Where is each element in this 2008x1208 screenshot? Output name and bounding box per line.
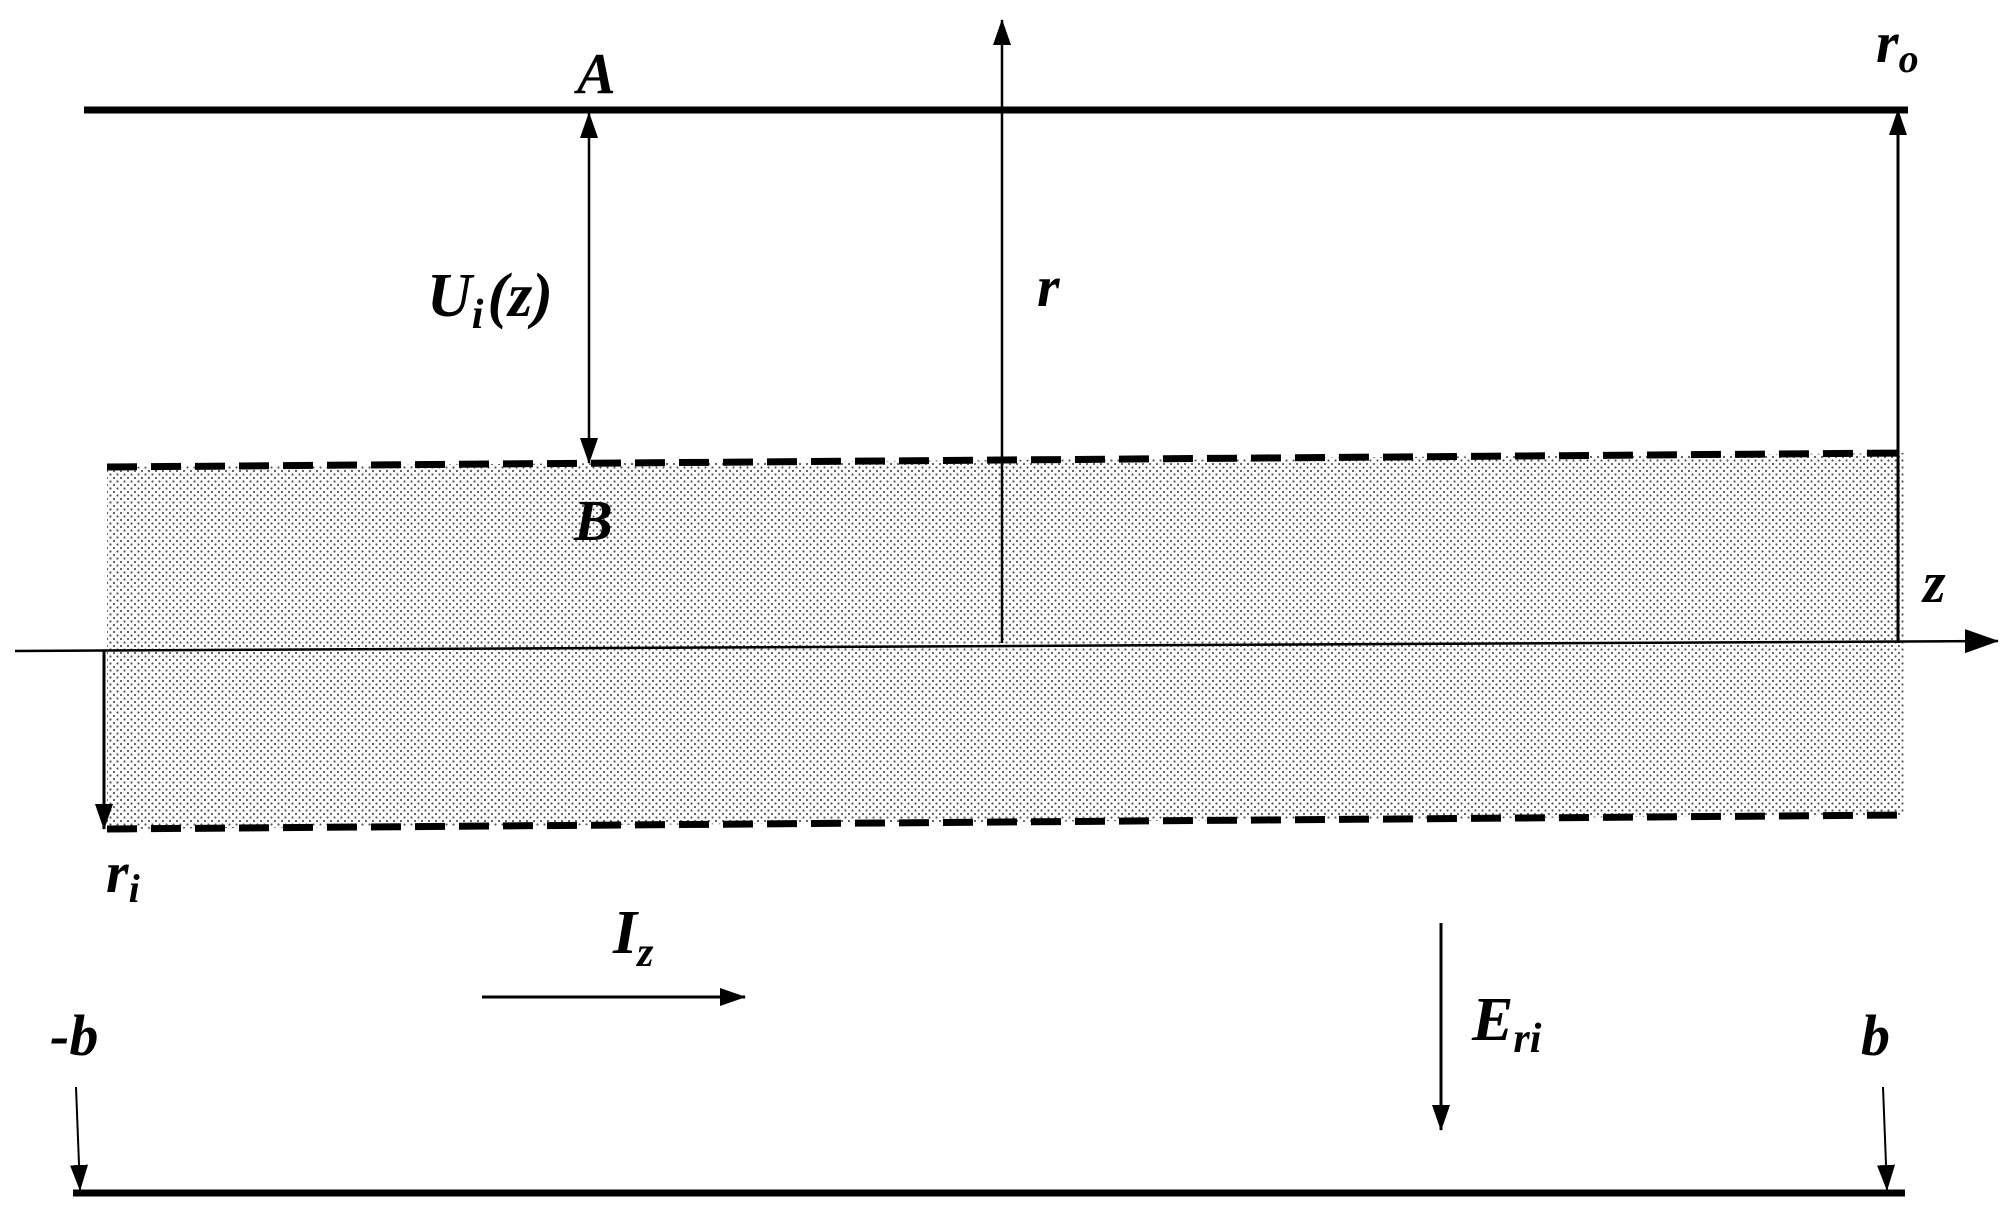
- label-r-i: ri: [106, 840, 140, 911]
- label-i-main: I: [612, 899, 639, 967]
- label-r-i-main: r: [106, 840, 129, 905]
- minus-b-arrow: [70, 1086, 89, 1191]
- label-u-arg: (z): [487, 262, 552, 330]
- label-u-sub: i: [472, 292, 484, 338]
- stippled-region: [107, 453, 1905, 829]
- label-e-sub: ri: [1513, 1016, 1541, 1062]
- b-arrow: [1877, 1086, 1896, 1191]
- label-b-right: b: [1861, 1003, 1890, 1068]
- label-r-o-sub: o: [1899, 36, 1919, 81]
- label-r-o: ro: [1876, 10, 1919, 81]
- dashed-boundary-bottom: [106, 811, 1906, 833]
- label-r-i-sub: i: [129, 866, 140, 911]
- z-axis: [14, 629, 1999, 654]
- label-r-o-main: r: [1876, 10, 1899, 75]
- label-z: z: [1921, 550, 1946, 615]
- dashed-boundary-top: [106, 449, 1906, 471]
- label-e-ri: Eri: [1471, 986, 1542, 1062]
- label-minus-b: -b: [50, 1003, 98, 1068]
- label-i-z: Iz: [612, 899, 654, 976]
- label-u-main: U: [427, 262, 475, 330]
- label-e-main: E: [1471, 986, 1513, 1054]
- label-r: r: [1037, 254, 1060, 319]
- label-b: B: [573, 488, 613, 553]
- label-i-sub: z: [635, 930, 654, 976]
- label-a: A: [574, 41, 616, 106]
- label-u-i-z: Ui(z): [427, 262, 553, 338]
